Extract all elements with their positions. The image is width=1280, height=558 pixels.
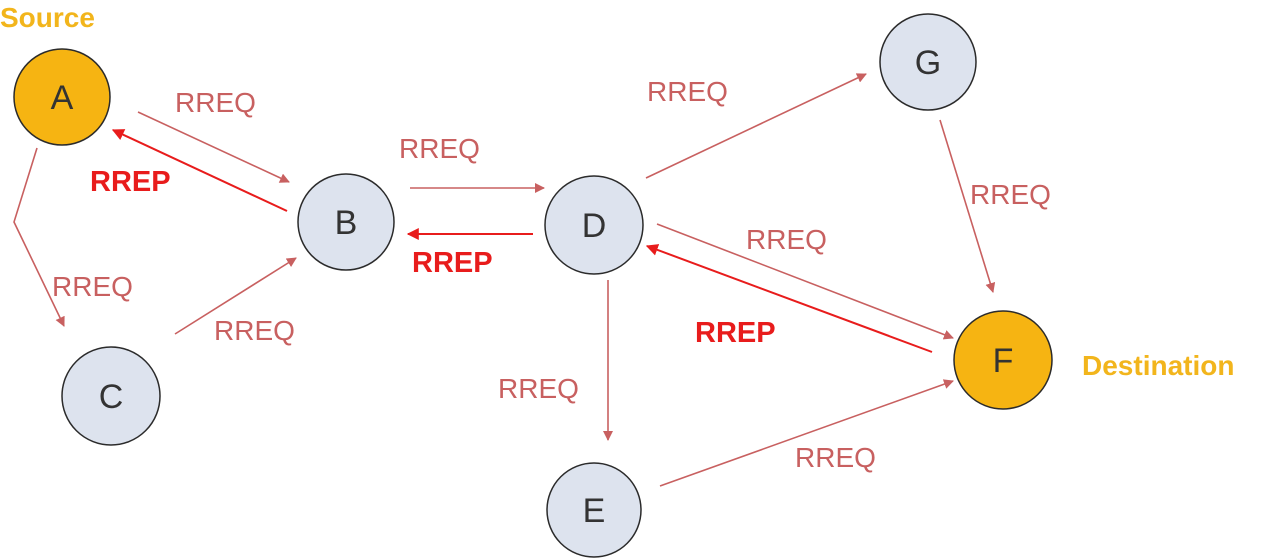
label-a-c-rreq: RREQ <box>52 271 133 302</box>
label-d-g-rreq: RREQ <box>647 76 728 107</box>
edge-a-to-b-rreq <box>137 111 290 183</box>
node-b-label: B <box>335 204 358 242</box>
node-d-label: D <box>582 207 607 245</box>
node-c-circle <box>61 346 161 446</box>
edge-g-to-f-rreq <box>939 119 996 293</box>
node-b-circle <box>297 173 395 271</box>
label-a-b-rreq: RREQ <box>175 87 256 118</box>
node-e-circle <box>546 462 642 558</box>
edge-f-to-d-rrep <box>645 244 933 353</box>
node-g-circle <box>879 13 977 111</box>
node-c: C <box>61 346 161 446</box>
node-f: F <box>953 310 1053 410</box>
node-g: G <box>879 13 977 111</box>
label-e-f-rreq: RREQ <box>795 442 876 473</box>
edge-c-to-b-rreq <box>174 257 297 335</box>
node-e: E <box>546 462 642 558</box>
label-d-b-rrep: RREP <box>412 247 493 279</box>
node-f-circle <box>953 310 1053 410</box>
node-d: D <box>544 175 644 275</box>
edge-e-to-f-rreq <box>659 379 954 487</box>
node-a-circle <box>13 48 111 146</box>
edge-d-to-f-rreq <box>656 223 954 340</box>
label-b-d-rreq: RREQ <box>399 133 480 164</box>
node-b: B <box>297 173 395 271</box>
label-g-f-rreq: RREQ <box>970 179 1051 210</box>
nodes-layer: A B C D E F G <box>13 13 1053 558</box>
label-d-e-rreq: RREQ <box>498 373 579 404</box>
edges-layer <box>13 73 996 487</box>
label-f-d-rrep: RREP <box>695 317 776 349</box>
node-a: A <box>13 48 111 146</box>
label-c-b-rreq: RREQ <box>214 315 295 346</box>
source-label: Source <box>0 2 95 33</box>
node-f-label: F <box>993 342 1014 380</box>
edge-d-to-g-rreq <box>645 73 867 179</box>
edge-b-to-a-rrep <box>111 129 288 212</box>
node-d-circle <box>544 175 644 275</box>
label-b-a-rrep: RREP <box>90 166 171 198</box>
edge-labels-layer: RREQ RREP RREQ RREQ RREQ RREP RREQ RREQ … <box>52 76 1051 473</box>
node-c-label: C <box>99 378 124 416</box>
node-e-label: E <box>583 492 606 530</box>
destination-label: Destination <box>1082 350 1234 381</box>
edge-a-to-c-rreq <box>13 147 65 327</box>
node-g-label: G <box>915 44 941 82</box>
node-a-label: A <box>51 79 74 117</box>
label-d-f-rreq: RREQ <box>746 224 827 255</box>
